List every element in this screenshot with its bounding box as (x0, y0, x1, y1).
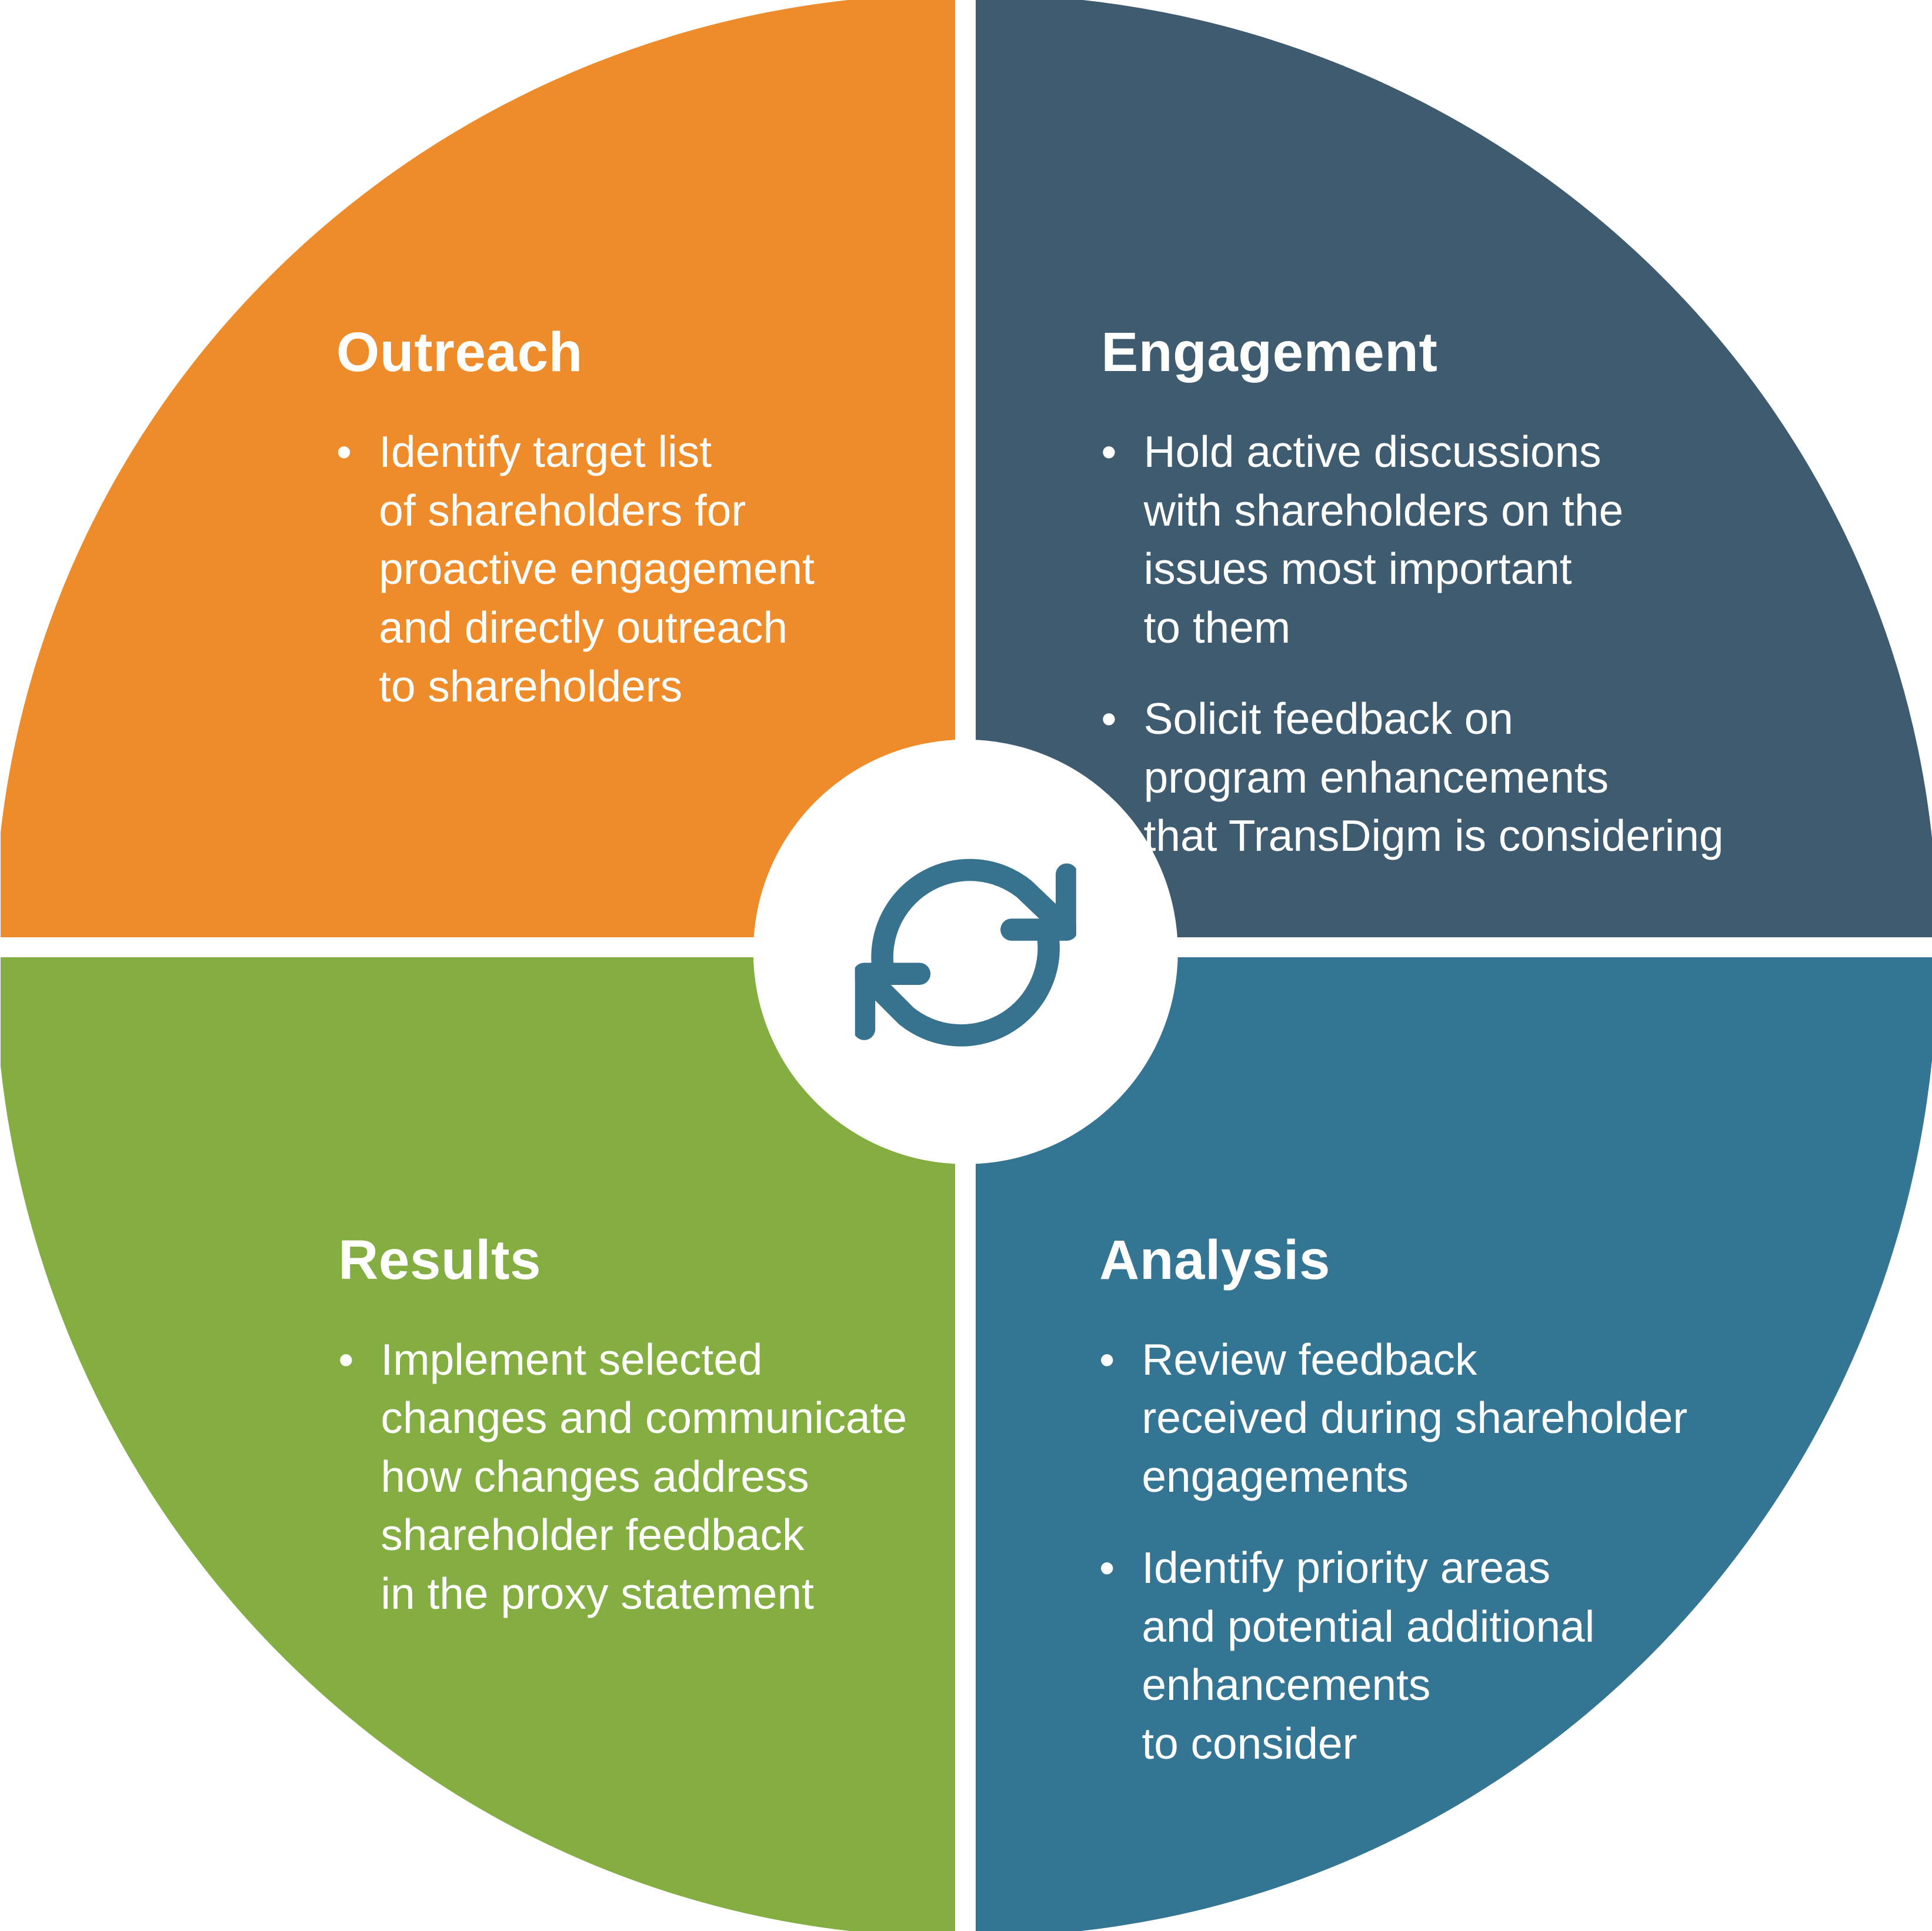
outreach-bullet-list: • Identify target list of shareholders f… (336, 423, 993, 716)
list-item: • Identify priority areas and potential … (1099, 1539, 1872, 1773)
refresh-cycle-icon (855, 859, 1076, 1047)
bullet-text: Identify priority areas and potential ad… (1142, 1543, 1595, 1768)
analysis-bullet-list: • Review feedback received during shareh… (1099, 1331, 1872, 1773)
bullet-text: Solicit feedback on program enhancements… (1143, 694, 1724, 861)
list-item: • Identify target list of shareholders f… (336, 423, 993, 716)
bullet-text: Identify target list of shareholders for… (379, 427, 815, 711)
bullet-dot: • (336, 427, 352, 477)
list-item: • Hold active discussions with sharehold… (1101, 423, 1874, 657)
bullet-dot: • (1101, 694, 1117, 744)
list-item: • Review feedback received during shareh… (1099, 1331, 1872, 1506)
results-title: Results (338, 1228, 542, 1291)
list-item: • Implement selected changes and communi… (338, 1331, 1053, 1623)
engagement-section: Engagement • Hold active discussions wit… (1101, 320, 1874, 866)
bullet-text: Review feedback received during sharehol… (1142, 1334, 1688, 1501)
results-bullet-list: • Implement selected changes and communi… (338, 1331, 1053, 1623)
outreach-section: Outreach • Identify target list of share… (336, 320, 993, 716)
analysis-section: Analysis • Review feedback received duri… (1099, 1228, 1872, 1773)
engagement-title: Engagement (1101, 321, 1438, 383)
bullet-dot: • (1099, 1543, 1115, 1593)
bullet-text: Hold active discussions with shareholder… (1143, 427, 1624, 652)
bullet-dot: • (1101, 427, 1117, 477)
bullet-dot: • (338, 1334, 354, 1384)
outreach-title: Outreach (336, 321, 583, 383)
center-hub-circle (753, 739, 1178, 1165)
results-section: Results • Implement selected changes and… (338, 1228, 1053, 1623)
list-item: • Solicit feedback on program enhancemen… (1101, 690, 1874, 866)
analysis-title: Analysis (1099, 1228, 1331, 1291)
bullet-dot: • (1099, 1334, 1115, 1384)
engagement-bullet-list: • Hold active discussions with sharehold… (1101, 423, 1874, 866)
bullet-text: Implement selected changes and communica… (381, 1334, 907, 1618)
